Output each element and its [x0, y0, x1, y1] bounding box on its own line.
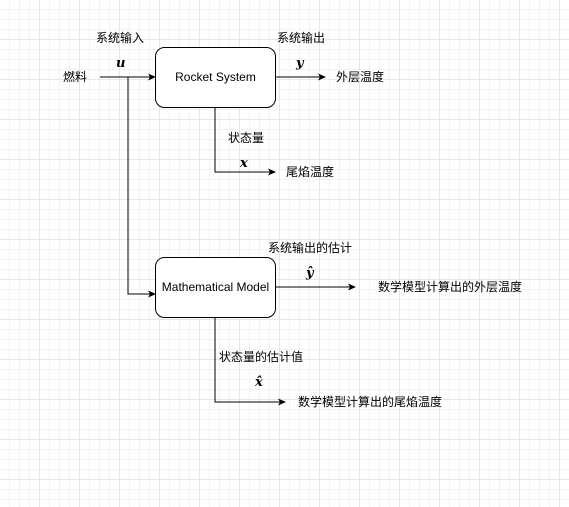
rocket-system-node — [155, 47, 276, 108]
model-outer-temperature-label: 数学模型计算出的外层温度 — [378, 280, 523, 294]
state-estimate-label: 状态量的估计值 — [219, 350, 304, 364]
output-estimate-label: 系统输出的估计 — [268, 241, 353, 255]
outer-temperature-label: 外层温度 — [336, 70, 385, 84]
system-input-label: 系统输入 — [96, 31, 145, 45]
rocket-system-label: Rocket System — [175, 70, 256, 84]
model-tail-flame-temperature-label: 数学模型计算出的尾焰温度 — [298, 395, 443, 409]
input-variable-u: u — [116, 56, 126, 71]
rocket-state-arrow — [214, 108, 276, 176]
output-variable-y: y — [296, 56, 304, 71]
system-output-label: 系统输出 — [277, 31, 326, 45]
state-variable-x: x — [240, 156, 248, 171]
mathematical-model-label: Mathematical Model — [161, 280, 270, 294]
state-label: 状态量 — [228, 131, 265, 145]
fuel-label: 燃料 — [63, 70, 88, 84]
estimated-state-x-hat: x̂ — [255, 375, 263, 390]
fuel-to-model-arrow — [127, 77, 156, 298]
tail-flame-temperature-label: 尾焰温度 — [286, 165, 335, 179]
estimated-output-y-hat: ŷ — [306, 266, 314, 281]
model-state-arrow — [214, 318, 286, 406]
mathematical-model-node — [155, 257, 276, 318]
